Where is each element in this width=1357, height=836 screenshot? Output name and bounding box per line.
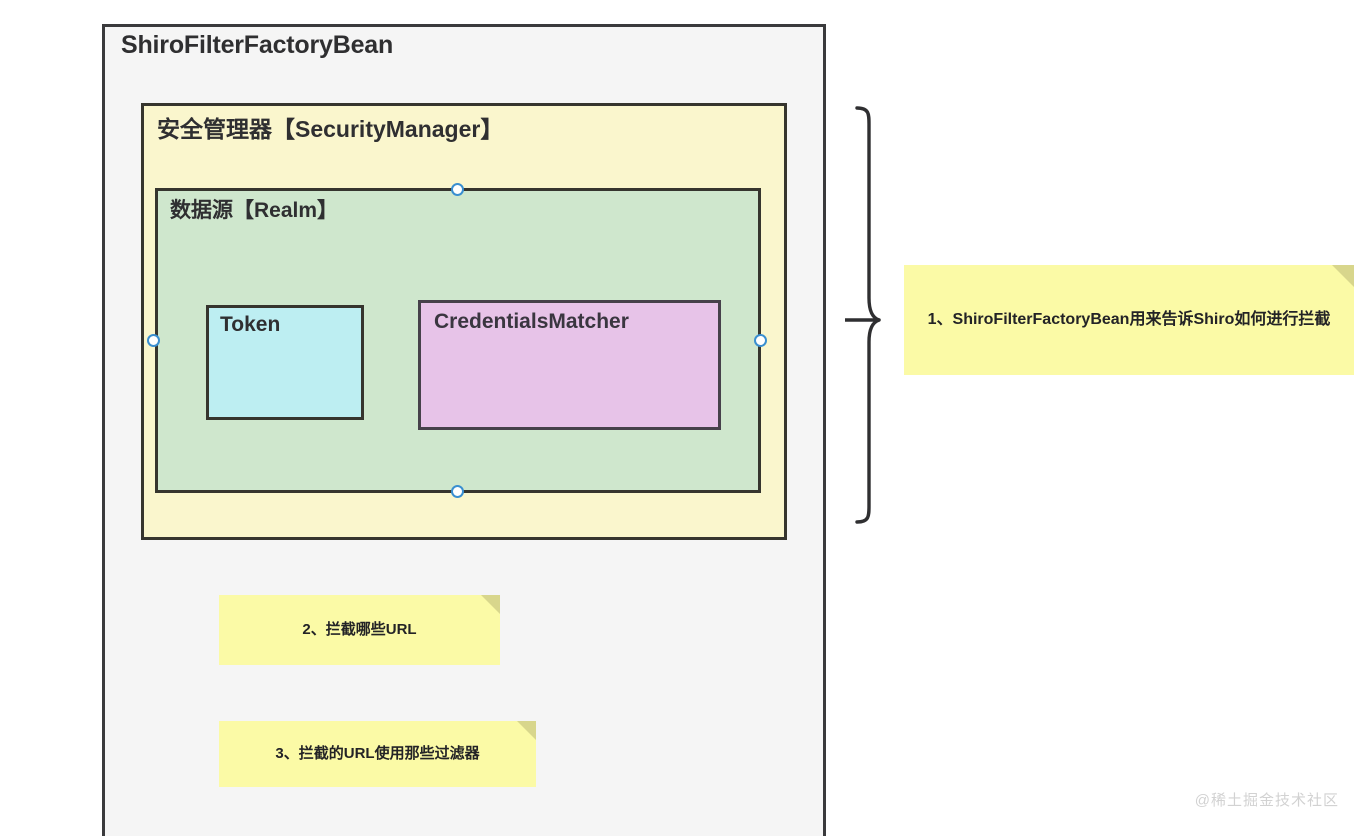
sticky-note-2-text: 2、拦截哪些URL xyxy=(302,621,417,639)
sticky-note-1[interactable]: 1、ShiroFilterFactoryBean用来告诉Shiro如何进行拦截 xyxy=(904,265,1354,375)
sticky-note-3[interactable]: 3、拦截的URL使用那些过滤器 xyxy=(219,721,536,787)
realm-label: 数据源【Realm】 xyxy=(170,199,339,222)
credentials-matcher-label: CredentialsMatcher xyxy=(434,310,629,333)
sticky-note-2[interactable]: 2、拦截哪些URL xyxy=(219,595,500,665)
token-label: Token xyxy=(220,313,281,336)
connection-handle-left[interactable] xyxy=(147,334,160,347)
curly-brace-icon xyxy=(845,106,881,524)
security-manager-label: 安全管理器【SecurityManager】 xyxy=(157,116,504,142)
connection-handle-bottom[interactable] xyxy=(451,485,464,498)
note-fold-corner-icon xyxy=(1332,265,1354,287)
note-fold-corner-icon xyxy=(517,721,536,740)
watermark-label: @稀土掘金技术社区 xyxy=(1194,792,1339,809)
shiro-filter-factory-bean-label: ShiroFilterFactoryBean xyxy=(121,31,394,59)
connection-handle-right[interactable] xyxy=(754,334,767,347)
note-fold-corner-icon xyxy=(481,595,500,614)
sticky-note-3-text: 3、拦截的URL使用那些过滤器 xyxy=(275,745,480,763)
sticky-note-1-text: 1、ShiroFilterFactoryBean用来告诉Shiro如何进行拦截 xyxy=(927,311,1331,329)
token-box[interactable] xyxy=(206,305,364,420)
connection-handle-top[interactable] xyxy=(451,183,464,196)
credentials-matcher-box[interactable] xyxy=(418,300,721,430)
